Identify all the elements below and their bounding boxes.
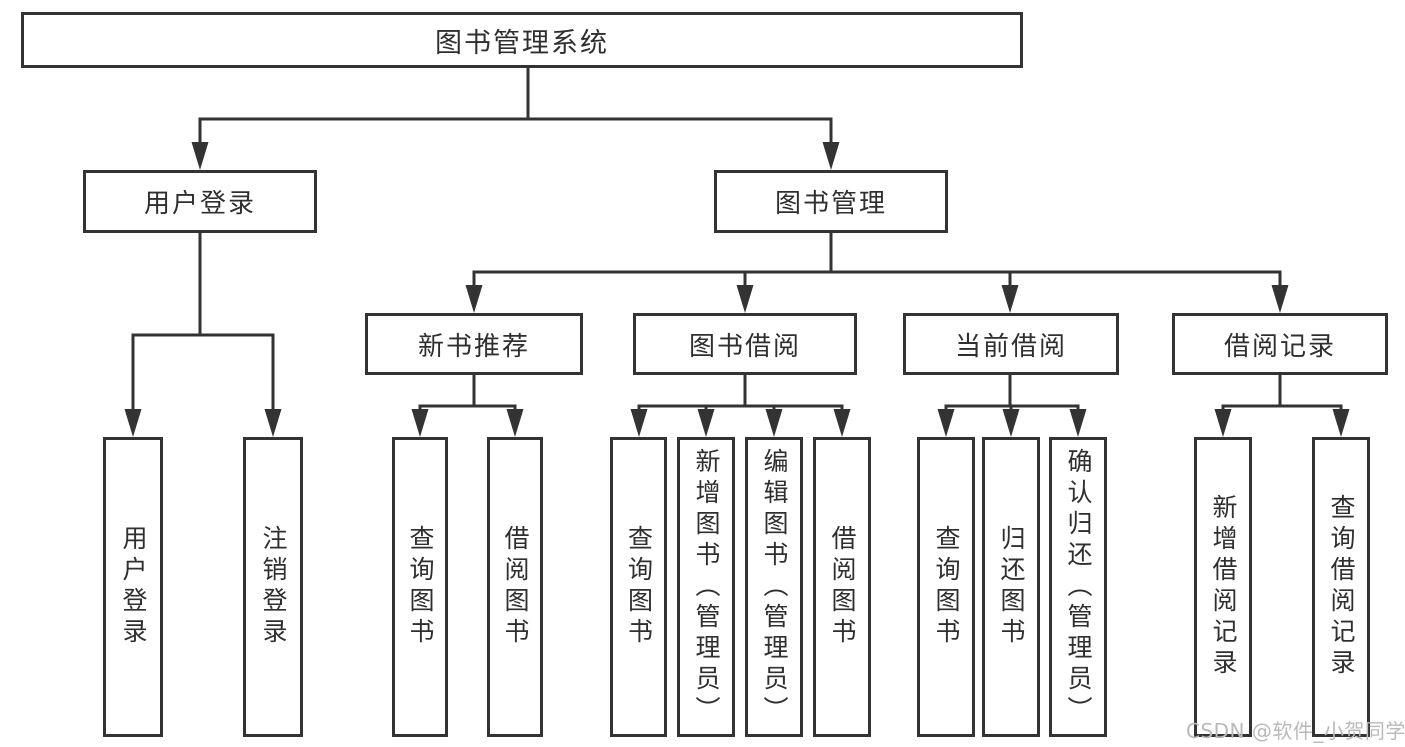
arrow-down-icon bbox=[1002, 409, 1020, 437]
arrow-down-icon bbox=[1332, 409, 1350, 437]
node-query-borrow-record: 查询借阅记录 bbox=[1312, 437, 1370, 737]
arrowheads bbox=[124, 142, 1350, 437]
node-add-book-admin: 新增图书（管理员） bbox=[677, 437, 735, 737]
node-return-books: 归还图书 bbox=[982, 437, 1040, 737]
arrow-down-icon bbox=[1069, 409, 1087, 437]
node-logout-leaf: 注销登录 bbox=[243, 437, 303, 737]
node-query-books-borrow: 查询图书 bbox=[610, 437, 667, 737]
arrow-down-icon bbox=[1214, 409, 1232, 437]
arrow-down-icon bbox=[1271, 285, 1289, 313]
node-library-system: 图书管理系统 bbox=[21, 12, 1023, 68]
arrow-down-icon bbox=[465, 285, 483, 313]
arrow-down-icon bbox=[765, 409, 783, 437]
arrow-down-icon bbox=[697, 409, 715, 437]
node-add-borrow-record: 新增借阅记录 bbox=[1194, 437, 1252, 737]
arrow-down-icon bbox=[822, 142, 840, 170]
node-edit-book-admin: 编辑图书（管理员） bbox=[745, 437, 803, 737]
node-book-borrow: 图书借阅 bbox=[633, 313, 857, 375]
node-user-login-leaf: 用户登录 bbox=[103, 437, 163, 737]
connector-new-book-children bbox=[418, 373, 517, 414]
connector-borrow-records-children bbox=[1221, 373, 1343, 414]
node-confirm-return-admin: 确认归还（管理员） bbox=[1049, 437, 1107, 737]
arrow-down-icon bbox=[937, 409, 955, 437]
arrow-down-icon bbox=[264, 409, 282, 437]
node-current-borrow: 当前借阅 bbox=[903, 313, 1119, 375]
node-query-books-recommend: 查询图书 bbox=[392, 437, 448, 737]
arrow-down-icon bbox=[1001, 285, 1019, 313]
node-query-books-current: 查询图书 bbox=[917, 437, 975, 737]
node-borrow-books-leaf: 借阅图书 bbox=[813, 437, 871, 737]
connector-user-login-children bbox=[131, 231, 275, 414]
connector-current-borrow-children bbox=[944, 373, 1080, 414]
arrow-down-icon bbox=[630, 409, 648, 437]
node-new-book-recommend: 新书推荐 bbox=[365, 313, 583, 375]
connector-root-to-level1 bbox=[198, 66, 833, 147]
connector-book-borrow-children bbox=[637, 373, 844, 414]
arrow-down-icon bbox=[506, 409, 524, 437]
node-user-login: 用户登录 bbox=[83, 170, 317, 233]
node-book-management: 图书管理 bbox=[714, 170, 948, 233]
connector-group bbox=[131, 66, 1343, 414]
watermark: CSDN @软件_小贺同学 bbox=[1186, 719, 1405, 743]
node-borrow-books-recommend: 借阅图书 bbox=[487, 437, 543, 737]
arrow-down-icon bbox=[411, 409, 429, 437]
arrow-down-icon bbox=[124, 409, 142, 437]
arrow-down-icon bbox=[833, 409, 851, 437]
node-borrow-records: 借阅记录 bbox=[1172, 313, 1388, 375]
connector-book-management-children bbox=[472, 231, 1282, 290]
arrow-down-icon bbox=[736, 285, 754, 313]
arrow-down-icon bbox=[191, 142, 209, 170]
